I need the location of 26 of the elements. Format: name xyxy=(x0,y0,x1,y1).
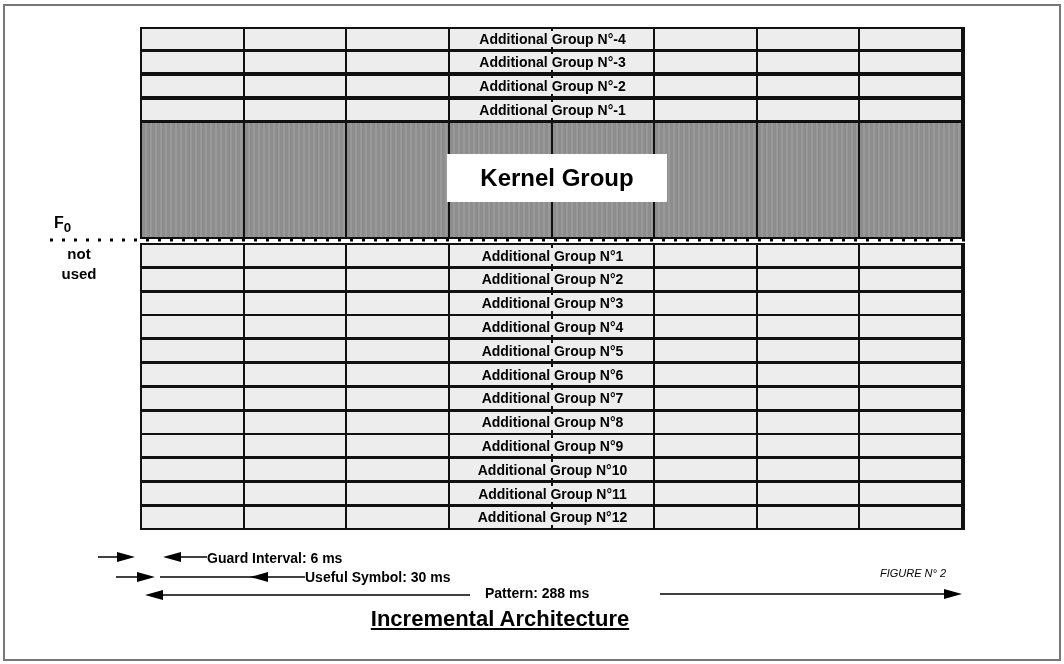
group-band xyxy=(140,314,965,340)
group-band xyxy=(140,481,965,506)
group-band xyxy=(140,243,965,268)
group-label: Additional Group N°-3 xyxy=(476,54,629,70)
frequency-label: F$_{0}$ xyxy=(54,213,72,237)
group-band xyxy=(140,504,965,530)
dimension-label: Useful Symbol: 30 ms xyxy=(305,569,451,586)
kernel-band xyxy=(140,121,965,239)
note-text: not used xyxy=(60,244,98,285)
group-band xyxy=(140,338,965,364)
dimension-label: Guard Interval: 6 ms xyxy=(207,550,343,567)
group-band xyxy=(140,433,965,459)
group-band xyxy=(140,98,965,122)
figure-number: FIGURE N° 2 xyxy=(880,567,947,579)
group-band xyxy=(140,74,965,98)
dimension-label: Pattern: 288 ms xyxy=(485,585,590,602)
group-band xyxy=(140,27,965,51)
group-band xyxy=(140,385,965,411)
group-label: Additional Group N°-1 xyxy=(476,102,629,118)
kernel-label: Kernel Group xyxy=(447,154,667,202)
group-band xyxy=(140,266,965,292)
group-band xyxy=(140,457,965,483)
group-label: Additional Group N°-2 xyxy=(476,78,629,94)
diagram-title: Incremental Architecture xyxy=(369,606,631,632)
group-band xyxy=(140,362,965,387)
group-label: Additional Group N°-4 xyxy=(476,31,629,47)
